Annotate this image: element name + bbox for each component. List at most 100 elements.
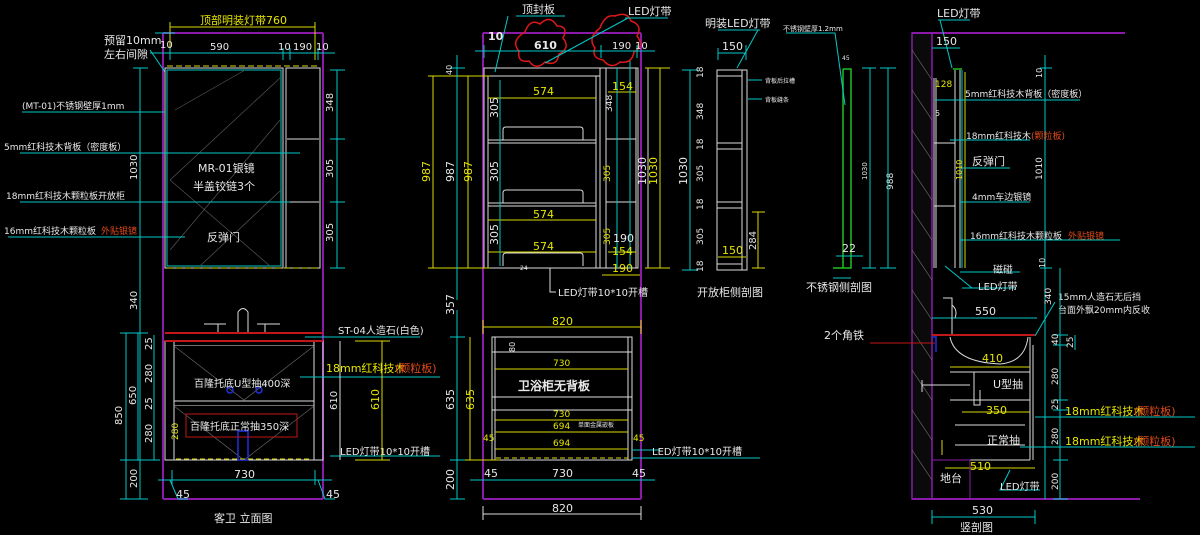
dim-label: 25	[144, 337, 155, 350]
mirror-label: MR-01银镜	[198, 161, 255, 175]
faucet-icon	[204, 308, 280, 333]
dim-label: 650	[128, 386, 139, 405]
led-label: LED灯带	[937, 7, 981, 20]
dim-label: 610	[369, 389, 382, 410]
u-drawer-label: U型抽	[993, 377, 1023, 391]
dim-label: 10	[278, 42, 291, 53]
dim-label: 45	[484, 467, 498, 480]
dim-label: 1010	[1035, 157, 1045, 180]
dim-label: 305	[603, 228, 613, 245]
dim-label: 410	[982, 352, 1003, 365]
hinge-label: 半盖铰链3个	[193, 179, 255, 193]
dim-label: 150	[722, 40, 743, 53]
dim-label: 530	[972, 504, 993, 517]
dim-label: 1010	[955, 160, 964, 180]
open-shelf-section: 明装LED灯带 150 背板后拉槽 背板缝条 18 348 18 305 18 …	[677, 17, 795, 299]
plinth	[931, 459, 971, 500]
dim-label: 730	[553, 359, 570, 369]
wall-hatch	[911, 32, 933, 500]
board-label-red: (颗粒板)	[1134, 434, 1176, 448]
dim-label: 18	[696, 260, 706, 272]
highlight-box	[185, 413, 298, 438]
dim-label: 357	[444, 294, 457, 315]
note-label: 背板后拉槽	[765, 77, 795, 85]
dim-label: 150	[936, 35, 957, 48]
dim-label: 80	[508, 342, 517, 352]
elevation-view: 顶部明装灯带760 10 10 590 10 190 10 预留10mm 左右间…	[4, 13, 440, 525]
led-label: 明装LED灯带	[705, 17, 771, 30]
dim-label: 25	[1051, 399, 1061, 410]
dim-label: 574	[533, 240, 554, 253]
dim-label: 340	[1044, 288, 1054, 305]
dim-label: 190	[293, 42, 312, 53]
section-label: 反弹门	[972, 154, 1005, 168]
magnet-label: 磁碰	[993, 263, 1013, 276]
cabinet-detail-view: 顶封板 LED灯带 10 610 190 10 574 574 574 305 …	[420, 2, 760, 520]
dim-label: 18	[696, 138, 706, 150]
board-label: 18mm红科技木	[326, 361, 405, 375]
section-label: 18mm红科技木	[966, 130, 1031, 142]
section-title: 竖剖图	[960, 520, 993, 534]
led-strip-box	[237, 430, 249, 461]
dim-label: 305	[325, 159, 336, 178]
steel-section: 不锈钢壁厚1.2mm 45 1030 22 不锈钢侧剖图	[783, 24, 876, 294]
dim-label: 820	[552, 315, 573, 328]
reserve-label-1: 预留10mm	[104, 34, 161, 47]
leader-label: 5mm红科技木背板（密度板）	[4, 141, 126, 153]
dim-label: 280	[144, 364, 155, 383]
led-slot-label: LED灯带10*10开槽	[652, 445, 742, 458]
dim-label: 987	[420, 161, 433, 182]
dim-label: 280	[144, 424, 155, 443]
dim-label: 694	[553, 439, 570, 449]
steel-title: 不锈钢侧剖图	[806, 280, 872, 294]
led-label: LED灯带	[1000, 481, 1040, 493]
drawer-u-label: 百隆托底U型抽400深	[194, 377, 290, 390]
board-label-red: (颗粒板)	[1134, 404, 1176, 418]
dim-label: 45	[633, 434, 644, 444]
led-label: LED灯带10*10开槽	[340, 445, 430, 458]
angle-iron-label: 2个角铁	[824, 329, 864, 342]
dim-label: 40	[445, 65, 454, 75]
dim-label: 5	[935, 109, 940, 118]
dim-label: 1030	[677, 157, 690, 185]
dim-label: 850	[114, 406, 125, 425]
dim-label: 694	[553, 422, 570, 432]
led-label: LED灯带	[978, 281, 1018, 293]
dim-label: 305	[488, 97, 501, 118]
dim-label: 154	[612, 80, 633, 93]
drawer-normal-label: 百隆托底正常抽350深	[190, 420, 289, 433]
section-label: 16mm红科技木颗粒板	[970, 230, 1062, 242]
leader-label: 16mm红科技木颗粒板	[4, 225, 96, 237]
dim-label: 40	[1051, 333, 1061, 345]
dim-label: 10	[1035, 68, 1044, 78]
dim-label: 305	[325, 223, 336, 242]
led-label: LED灯带	[628, 5, 672, 18]
normal-drawer-label: 正常抽	[987, 433, 1020, 447]
dim-label: 1030	[129, 155, 140, 180]
dim-label: 10	[635, 41, 648, 52]
dim-label: 280	[1051, 368, 1061, 385]
note-label: 背板缝条	[765, 96, 789, 104]
dim-label: 10	[1038, 258, 1047, 268]
dim-label: 348	[605, 95, 615, 112]
dim-label: 45	[483, 434, 494, 444]
dim-label: 730	[234, 468, 255, 481]
dim-label: 45	[176, 488, 190, 501]
metal-strip-label: 单面金属嵌板	[578, 421, 614, 429]
section-label-red: 外贴银镜	[1068, 230, 1104, 242]
dim-label: 154	[612, 245, 633, 258]
dim-label: 10	[316, 42, 329, 53]
elevation-title: 客卫 立面图	[214, 511, 273, 525]
dim-label: 128	[935, 80, 952, 90]
dim-label: 340	[129, 291, 140, 310]
dim-label: 987	[444, 161, 457, 182]
lower-cabinet	[491, 336, 633, 461]
dim-label: 820	[552, 502, 573, 515]
open-shelf-title: 开放柜侧剖图	[697, 285, 763, 299]
revision-cloud	[591, 13, 642, 67]
top-led-label: 顶部明装灯带760	[200, 13, 287, 27]
dim-label: 1030	[636, 157, 649, 185]
wall-outline	[162, 32, 324, 500]
dim-label: 305	[488, 161, 501, 182]
dim-label: 574	[533, 85, 554, 98]
